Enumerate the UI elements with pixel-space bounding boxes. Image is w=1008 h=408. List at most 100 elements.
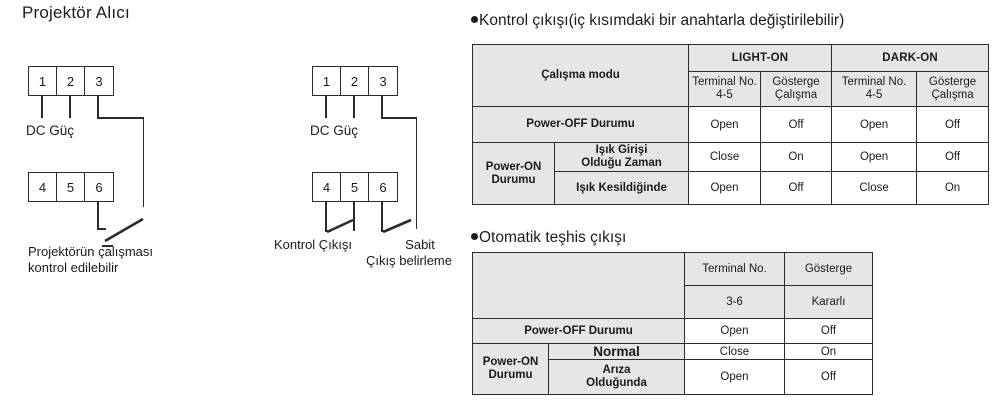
table-row-subheader: Terminal No. 4-5 Gösterge Çalışma Termin… — [473, 71, 990, 107]
cell-indicator: Off — [784, 359, 873, 395]
table-row-subheader: Terminal No. Gösterge — [472, 252, 873, 319]
wire-terminal-6-drop — [381, 202, 383, 231]
bottom-terminal-block: 4 5 6 — [28, 172, 114, 202]
row-label-line-2: Durumu — [488, 369, 533, 381]
projector-control-diagram: 1 2 3 DC Güç 4 5 6 Projektörün çalışması… — [0, 55, 250, 275]
subheader-line-1: Gösterge — [772, 76, 820, 88]
wire-switch-left-contact — [97, 228, 106, 230]
row-label-line-2: Durumu — [491, 173, 536, 186]
terminal-3: 3 — [95, 73, 103, 89]
subheader-indicator: Gösterge — [784, 252, 873, 286]
wire-terminal-1-drop — [41, 96, 43, 118]
table-row: Arıza Olduğunda Open Off — [473, 359, 873, 395]
terminal-4: 4 — [29, 173, 57, 201]
wire-terminal-3-right — [381, 117, 417, 119]
subheader-line-1: Gösterge — [928, 76, 977, 88]
table2-heading-text: Otomatik teşhis çıkışı — [479, 229, 627, 246]
table-row: Power-ON Durumu Işık Girişi Olduğu Zaman… — [472, 142, 990, 205]
row-label-line-1: Power-ON — [482, 356, 539, 368]
cell-light-indicator: Off — [760, 106, 833, 143]
cell-light-terminal: Open — [688, 171, 762, 205]
row-sublabel-line-2: Olduğunda — [586, 377, 647, 389]
row-sublabel-fault: Arıza Olduğunda — [548, 359, 685, 395]
terminal-3: 3 — [379, 73, 387, 89]
subheader-line-1: Terminal No. — [841, 76, 907, 88]
row-label-power-off: Power-OFF Durumu — [471, 106, 690, 143]
subheader-line-2: 4-5 — [865, 89, 883, 101]
cell-dark-terminal: Close — [831, 171, 918, 205]
subheader-terminal-value: 3-6 — [684, 285, 785, 319]
subheader-terminal-no: Terminal No. — [684, 252, 785, 286]
table-row-subheader-values: 3-6 Kararlı — [473, 285, 873, 319]
subheader-text: Terminal No. — [702, 262, 767, 275]
switch-blade-1-icon — [326, 218, 354, 234]
control-output-diagram: 1 2 3 DC Güç 4 5 6 Kontrol Çıkışı Sabit … — [274, 55, 480, 275]
dc-power-label: DC Güç — [310, 123, 359, 138]
cell-dark-terminal: Open — [831, 142, 918, 172]
row-label-power-off: Power-OFF Durumu — [472, 318, 685, 344]
terminal-6: 6 — [95, 179, 103, 195]
subheader-line-1: Terminal No. — [692, 76, 757, 88]
wire-terminal-2-drop — [353, 96, 355, 118]
row-sublabel-line-2: Olduğu Zaman — [581, 157, 662, 169]
bullet-dot-icon — [471, 16, 478, 24]
subheader-light-terminal: Terminal No. 4-5 — [688, 71, 762, 107]
row-label-line-1: Power-ON — [485, 160, 542, 173]
cell-dark-indicator: On — [916, 171, 990, 205]
cell-terminal: Open — [684, 359, 785, 395]
subheader-dark-terminal: Terminal No. 4-5 — [831, 71, 918, 107]
switch2-label-line-2: Çıkış belirleme — [366, 252, 452, 268]
cell-light-terminal: Close — [688, 142, 762, 172]
table-row: Power-OFF Durumu Open Off — [472, 318, 873, 344]
wire-terminal-2-drop — [69, 96, 71, 118]
wire-terminal-3-right — [97, 117, 144, 119]
wire-terminal-1-drop — [325, 96, 327, 118]
row-sublabel-normal: Normal — [548, 343, 685, 360]
cell-indicator: Off — [784, 318, 873, 344]
wire-terminal-6-drop — [97, 202, 99, 229]
table1-heading-text: Kontrol çıkışı(iç kısımdaki bir anahtarl… — [479, 12, 845, 29]
subheader-line-2: Çalışma — [774, 89, 818, 101]
cell-light-indicator: On — [760, 142, 833, 172]
cell-dark-indicator: Off — [916, 142, 990, 172]
self-diagnosis-output-table: Terminal No. Gösterge 3-6 Kararlı Power-… — [472, 252, 873, 395]
cell-terminal: Close — [684, 343, 785, 360]
subheader-line-2: 4-5 — [716, 89, 733, 101]
terminal-4: 4 — [313, 173, 341, 201]
caption-line-1: Projektörün çalışması — [28, 244, 153, 259]
terminal-5: 5 — [57, 173, 85, 201]
table-row: Power-ON Durumu Normal Close On — [472, 343, 873, 395]
terminal-6: 6 — [379, 179, 387, 195]
switch-blade-icon — [104, 217, 144, 243]
subheader-line-2: Çalışma — [931, 89, 974, 101]
switch2-label: Sabit Çıkış belirleme — [365, 237, 475, 268]
row-sublabel-light-input: Işık Girişi Olduğu Zaman — [553, 142, 690, 172]
caption-line-2: kontrol edilebilir — [28, 259, 119, 275]
subheader-light-indicator: Gösterge Çalışma — [760, 71, 833, 107]
group-dark-on: DARK-ON — [831, 44, 990, 72]
subheader-dark-indicator: Gösterge Çalışma — [916, 71, 990, 107]
table-row: Işık Kesildiğinde Open Off Close On — [473, 171, 990, 205]
table-row: Power-OFF Durumu Open Off Open Off — [471, 106, 990, 143]
wire-terminal-5-drop — [353, 202, 355, 231]
control-output-table: Çalışma modu LIGHT-ON DARK-ON Terminal N… — [471, 44, 990, 205]
table-row-group-header: Çalışma modu LIGHT-ON DARK-ON — [471, 44, 990, 107]
cell-light-indicator: Off — [760, 171, 833, 205]
switch2-label-line-1: Sabit — [405, 237, 435, 252]
table1-heading: Kontrol çıkışı(iç kısımdaki bir anahtarl… — [471, 12, 844, 30]
terminal-1: 1 — [29, 67, 57, 95]
table2-heading: Otomatik teşhis çıkışı — [471, 229, 626, 247]
terminal-2: 2 — [341, 67, 369, 95]
row-sublabel-line-1: Işık Girişi — [595, 144, 648, 156]
top-terminal-block: 1 2 3 — [312, 66, 398, 96]
projector-diagram-caption: Projektörün çalışması kontrol edilebilir — [28, 244, 153, 275]
page-title: Projektör Alıcı — [22, 3, 130, 22]
wire-terminal-3-drop — [97, 96, 99, 118]
switch1-label: Kontrol Çıkışı — [274, 237, 353, 252]
cell-light-terminal: Open — [688, 106, 762, 143]
cell-dark-terminal: Open — [831, 106, 918, 143]
row-label-power-on: Power-ON Durumu — [472, 343, 549, 395]
empty-corner-cell — [472, 252, 685, 319]
switch-pivot-mark — [102, 245, 113, 248]
wire-terminal-4-drop — [325, 202, 327, 231]
